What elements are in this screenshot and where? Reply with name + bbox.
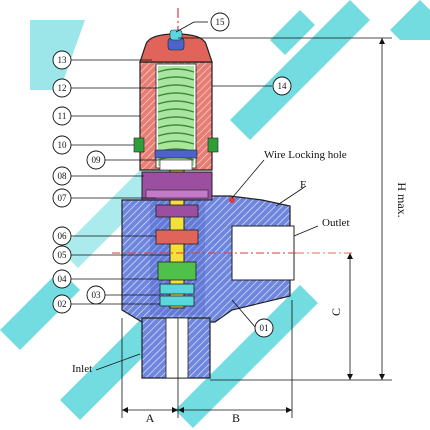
callout-05: 05 xyxy=(58,250,68,260)
callout-09: 09 xyxy=(92,155,102,165)
spring xyxy=(154,66,198,171)
callout-11: 11 xyxy=(58,111,67,121)
label-f: F xyxy=(300,179,306,191)
callout-04: 04 xyxy=(58,274,68,284)
callout-01: 01 xyxy=(260,323,269,333)
dim-h-max: H max. xyxy=(395,182,409,217)
dimension-lines xyxy=(121,37,392,418)
callout-circles xyxy=(52,12,292,338)
dimension-arrows xyxy=(122,38,385,413)
wire-locking-hole-marker xyxy=(229,197,235,203)
callout-13: 13 xyxy=(58,55,68,65)
label-outlet: Outlet xyxy=(322,217,350,229)
stem-assembly xyxy=(155,167,199,309)
dim-c: C xyxy=(329,308,343,316)
callout-02: 02 xyxy=(58,299,67,309)
lock-nut-left xyxy=(133,137,145,153)
dim-b: B xyxy=(232,411,240,425)
callout-07: 07 xyxy=(58,193,68,203)
lock-nut-right xyxy=(207,137,219,153)
callout-03: 03 xyxy=(92,290,102,300)
callout-06: 06 xyxy=(58,231,68,241)
callout-10: 10 xyxy=(58,140,68,150)
callout-12: 12 xyxy=(58,83,67,93)
valve-body xyxy=(121,195,295,323)
cap xyxy=(139,29,213,63)
label-wire-locking-hole: Wire Locking hole xyxy=(264,149,347,161)
callout-14: 14 xyxy=(278,81,288,91)
leader-lines xyxy=(70,21,319,371)
dim-a: A xyxy=(146,411,155,425)
callout-15: 15 xyxy=(216,17,226,27)
callout-08: 08 xyxy=(58,171,68,181)
label-inlet: Inlet xyxy=(72,363,92,375)
inlet-nozzle xyxy=(141,317,211,379)
